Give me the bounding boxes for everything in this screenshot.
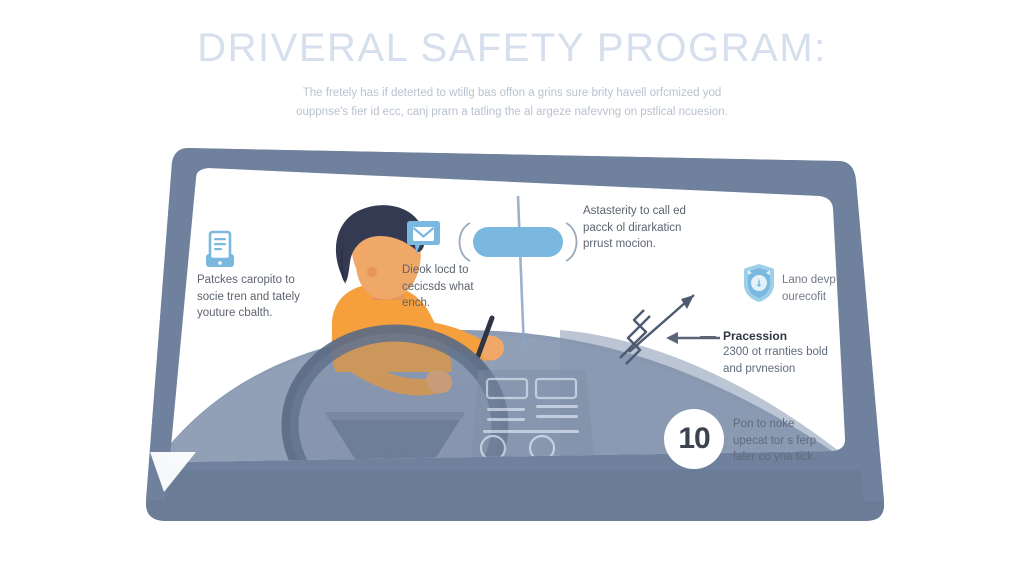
- dashboard-console: [470, 370, 596, 462]
- left-panel-line-3: youture cbalth.: [197, 307, 273, 319]
- wiper-arrow: [619, 294, 695, 365]
- middle-panel-text: Dieok locd to cecicsds what ench.: [402, 262, 522, 312]
- left-panel-line-1: Patckes caropito to: [197, 274, 295, 286]
- page-subtitle: The fretely has if deterted to wtillg ba…: [232, 84, 792, 122]
- subtitle-line-1: The fretely has if deterted to wtillg ba…: [302, 87, 722, 99]
- badge-line-1: Lano devp: [782, 274, 836, 286]
- step-line-2: upecat tor s ferp: [733, 434, 817, 447]
- left-panel-line-2: socie tren and tately: [197, 290, 300, 303]
- subtitle-line-2: ouppnse's fier id ecc, canj prarn a tatl…: [296, 106, 728, 118]
- dash-right-shade: [560, 330, 846, 462]
- badge-text: Lano devp ourecofit: [782, 272, 902, 305]
- procession-heading: Pracession: [723, 329, 788, 343]
- blue-capsule-shape: [458, 222, 578, 262]
- divider-line: [516, 195, 526, 351]
- mail-bubble-icon: [404, 218, 442, 263]
- a-pillars: [146, 148, 884, 501]
- middle-panel-line-3: ench.: [402, 297, 431, 309]
- middle-panel-line-1: Dieok locd to: [402, 264, 469, 276]
- left-panel-text: Patckes caropito to socie tren and tatel…: [197, 272, 347, 322]
- shield-badge-icon: [740, 262, 778, 309]
- middle-panel-line-2: cecicsds what: [402, 280, 474, 293]
- right-top-line-2: pacck ol dirarkaticn: [583, 221, 682, 234]
- procession-line-1: 2300 ot rranties bold: [723, 346, 828, 358]
- step-line-1: Pon to noke: [733, 418, 795, 430]
- corner-notch: [150, 452, 196, 492]
- right-top-line-3: prrust mocion.: [583, 238, 656, 250]
- procession-block: Pracession 2300 ot rranties bold and prv…: [723, 329, 873, 377]
- document-tablet-icon: [202, 230, 238, 275]
- badge-line-2: ourecofit: [782, 290, 827, 303]
- procession-line-2: and prvnesion: [723, 362, 796, 375]
- step-number-badge: 10: [664, 409, 724, 469]
- step-line-3: faler co yna tick.: [733, 451, 817, 463]
- step-text: Pon to noke upecat tor s ferp faler co y…: [733, 416, 853, 466]
- steering-wheel: [281, 324, 509, 462]
- right-top-text: Astasterity to call ed pacck ol dirarkat…: [583, 203, 728, 253]
- right-top-line-1: Astasterity to call ed: [583, 205, 686, 217]
- page-title: DRIVERAL SAFETY PROGRAM:: [197, 26, 827, 70]
